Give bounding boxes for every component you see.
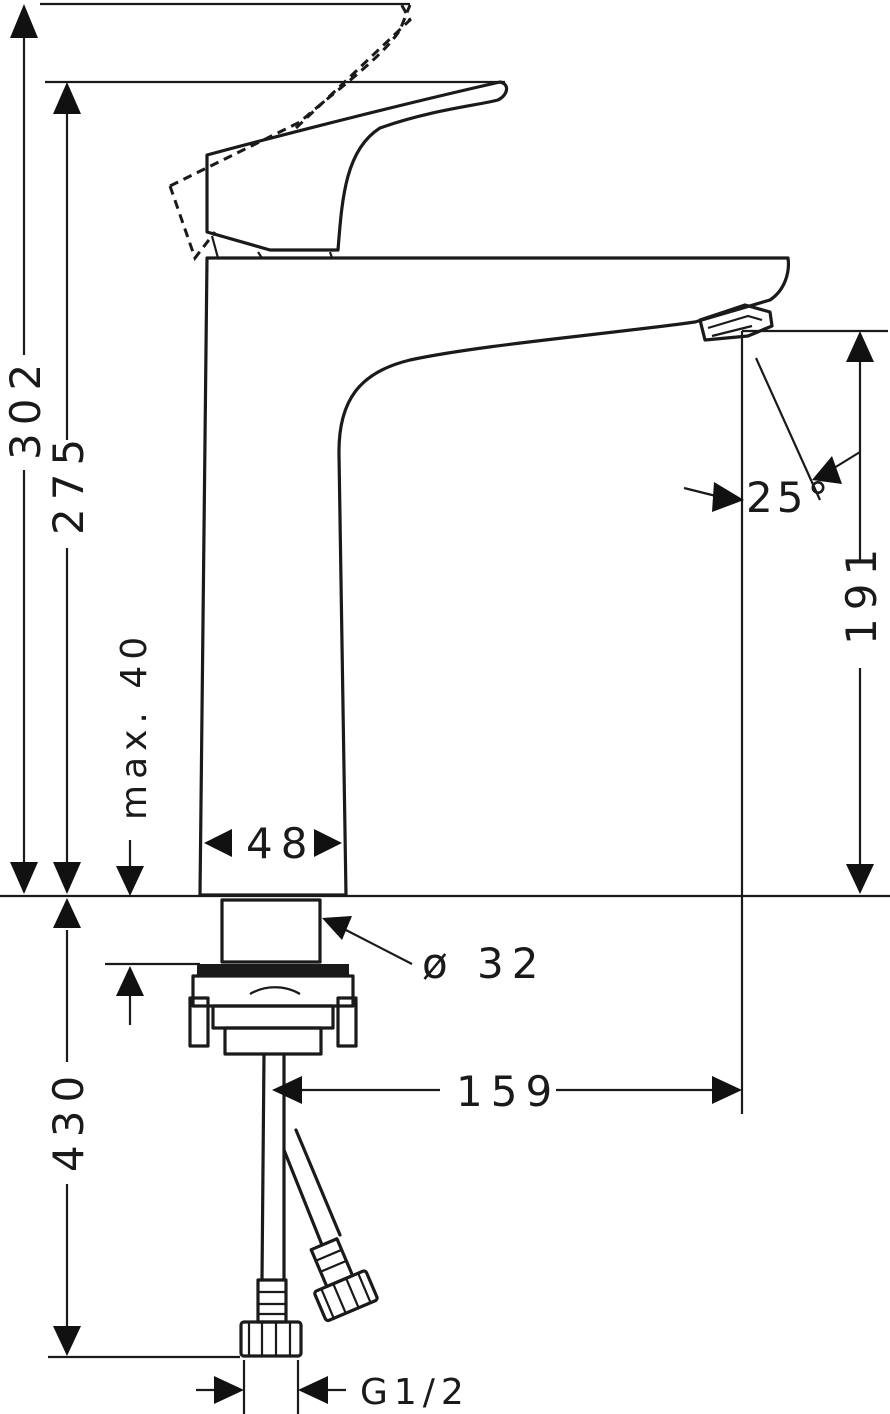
dimension-max-40: max. 40 <box>114 631 155 1025</box>
dim-label-275: 275 <box>44 431 93 535</box>
arrow-right <box>214 1376 244 1404</box>
dimension-191: 191 <box>837 331 886 894</box>
arrow-down <box>53 862 81 894</box>
mounting-shank <box>188 898 358 1056</box>
dimension-430: 430 <box>44 898 93 1356</box>
arrow-leader <box>322 916 352 940</box>
faucet-body <box>198 256 791 897</box>
arrow-up <box>846 331 874 362</box>
arrow-left <box>812 456 842 484</box>
arrow-down <box>10 862 38 894</box>
arrow-down <box>846 864 874 894</box>
dimension-302: 302 <box>1 4 50 894</box>
dim-label-g-1-2: G1/2 <box>360 1372 470 1413</box>
arrow-up <box>53 898 81 928</box>
arrow-left <box>204 829 232 857</box>
dim-label-302: 302 <box>1 356 50 460</box>
arrow-up <box>10 4 38 38</box>
dim-label-max-40: max. 40 <box>114 631 155 820</box>
dimension-g-1-2: G1/2 <box>196 1372 470 1413</box>
arrow-left <box>298 1376 328 1404</box>
arrow-up <box>116 966 144 996</box>
arrow-down <box>116 866 144 896</box>
arrow-right <box>712 482 744 512</box>
arrow-right <box>712 1076 742 1104</box>
dim-label-48: 48 <box>246 819 315 868</box>
dim-label-159: 159 <box>456 1067 560 1116</box>
dim-label-191: 191 <box>837 541 886 645</box>
dimension-25-degrees: 25° <box>683 357 861 522</box>
dim-label-diameter-32: ø 32 <box>422 939 547 988</box>
lever-handle-open-position <box>168 4 412 262</box>
supply-hoses <box>239 1052 379 1358</box>
dimension-diameter-32: ø 32 <box>322 916 547 988</box>
spray-angle-line <box>754 357 822 501</box>
dim-label-25-degrees: 25° <box>746 473 832 522</box>
arrow-up <box>53 82 81 114</box>
dimension-275: 275 <box>44 82 93 894</box>
aerator <box>698 303 774 342</box>
arrow-left <box>272 1076 302 1104</box>
arrow-right <box>314 829 342 857</box>
arrow-down <box>53 1326 81 1356</box>
dimension-48: 48 <box>204 819 342 868</box>
faucet-outline <box>168 1 791 1358</box>
lever-handle <box>205 80 509 252</box>
dim-label-430: 430 <box>44 1068 93 1172</box>
dimension-159: 159 <box>272 1067 742 1116</box>
